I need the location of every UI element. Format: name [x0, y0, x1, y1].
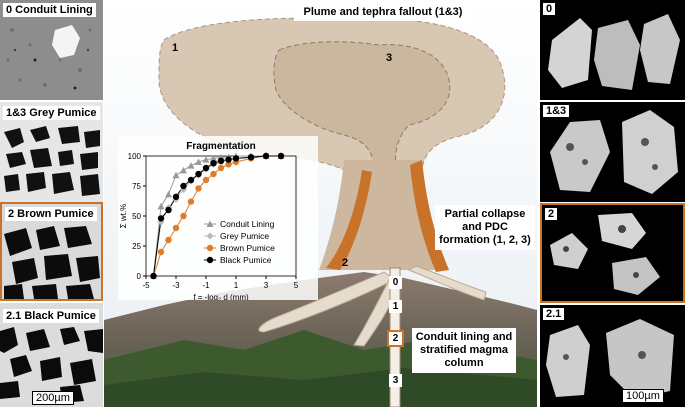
right-panel-label: 0: [543, 3, 556, 15]
chart-legend-label: Black Pumice: [220, 255, 272, 265]
chart-point: [172, 193, 180, 200]
right-panel-0: 0: [540, 0, 685, 100]
left-panel-brown-pumice: 2 Brown Pumice: [0, 202, 103, 301]
left-panel-label: 2.1 Black Pumice: [3, 309, 99, 323]
chart-point: [206, 220, 214, 227]
chart-x-tick-label: -5: [142, 281, 150, 290]
chart-point: [165, 206, 172, 214]
right-panel-label: 2: [545, 208, 558, 220]
right-panel-2-1: 2.1 100µm: [540, 305, 685, 407]
chart-point: [210, 170, 217, 178]
conduit-lining-grains: [548, 14, 680, 90]
chart-point: [210, 160, 217, 167]
chart-point: [187, 176, 195, 184]
chart-point: [195, 170, 202, 178]
left-panel-conduit-lining: 0 Conduit Lining: [0, 0, 103, 100]
chart-point: [262, 152, 270, 160]
chart-point: [202, 156, 210, 163]
chart-point: [157, 202, 165, 210]
chart-point: [232, 155, 240, 162]
chart-point: [187, 198, 195, 205]
chart-point: [202, 176, 210, 184]
right-panel-label: 2.1: [543, 308, 565, 320]
chart-y-tick-label: 0: [137, 272, 142, 281]
chart-point: [206, 256, 214, 264]
left-panel-black-pumice: 2.1 Black Pumice 200µm: [0, 303, 103, 407]
chart-point: [180, 182, 187, 190]
chart-point: [180, 212, 187, 220]
chart-point: [172, 171, 180, 179]
chart-title: Fragmentation: [186, 141, 255, 152]
chart-x-tick-label: -3: [172, 281, 180, 290]
plume-number-3: 3: [386, 52, 393, 64]
chart-point: [202, 164, 210, 172]
conduit-label: Conduit lining and stratified magma colu…: [412, 328, 516, 373]
conduit-number-3: 3: [389, 374, 402, 387]
grey-pumice-grains: [550, 110, 678, 194]
chart-point: [172, 224, 180, 232]
right-panel-2: 2: [540, 203, 685, 303]
chart-x-axis-label: f = -log₂ d (mm): [193, 293, 249, 300]
right-panel-label: 1&3: [543, 105, 570, 117]
chart-y-tick-label: 50: [132, 212, 141, 221]
conduit-number-1: 1: [389, 300, 402, 313]
left-scalebar: 200µm: [32, 391, 74, 405]
left-panel-grey-pumice: 1&3 Grey Pumice: [0, 102, 103, 202]
chart-y-tick-label: 25: [132, 242, 141, 251]
chart-point: [206, 232, 214, 240]
conduit-number-0: 0: [389, 276, 402, 289]
chart-point: [180, 166, 187, 174]
chart-point: [187, 162, 195, 169]
black-pumice-grains: [546, 319, 674, 399]
chart-y-tick-label: 100: [128, 152, 142, 161]
chart-point: [195, 185, 202, 192]
chart-point: [206, 244, 214, 252]
right-scalebar: 100µm: [622, 389, 664, 403]
chart-point: [165, 190, 172, 198]
right-panel-1-3: 1&3: [540, 102, 685, 202]
chart-legend-label: Brown Pumice: [220, 243, 275, 253]
plume-number-1: 1: [172, 42, 179, 54]
chart-point: [217, 164, 225, 172]
chart-y-tick-label: 75: [132, 182, 141, 191]
center-scene: Plume and tephra fallout (1&3) 1 3 2 Par…: [104, 0, 537, 407]
plume-title: Plume and tephra fallout (1&3): [294, 4, 472, 21]
chart-point: [195, 158, 202, 165]
chart-point: [225, 161, 232, 168]
chart-point: [277, 152, 285, 160]
chart-x-tick-label: -1: [202, 281, 210, 290]
chart-point: [247, 154, 255, 161]
chart-point: [225, 156, 232, 163]
collapse-label: Partial collapse and PDC formation (1, 2…: [435, 205, 535, 250]
chart-x-tick-label: 1: [234, 281, 239, 290]
brown-pumice-grains: [550, 213, 660, 295]
chart-point: [217, 157, 225, 164]
chart-y-axis-label: Σ wt.%: [119, 204, 128, 229]
chart-point: [165, 236, 172, 244]
chart-point: [157, 215, 165, 222]
left-panel-label: 2 Brown Pumice: [5, 207, 97, 221]
left-panel-label: 1&3 Grey Pumice: [3, 106, 100, 120]
left-panel-label: 0 Conduit Lining: [3, 3, 96, 17]
chart-point: [157, 248, 165, 256]
column-number-2: 2: [342, 257, 349, 269]
chart-legend-label: Conduit Lining: [220, 219, 275, 229]
chart-point: [150, 272, 157, 280]
chart-point: [210, 154, 217, 162]
chart-legend-label: Grey Pumice: [220, 231, 269, 241]
chart-x-tick-label: 5: [294, 281, 299, 290]
chart-x-tick-label: 3: [264, 281, 269, 290]
conduit-number-2: 2: [387, 330, 404, 347]
